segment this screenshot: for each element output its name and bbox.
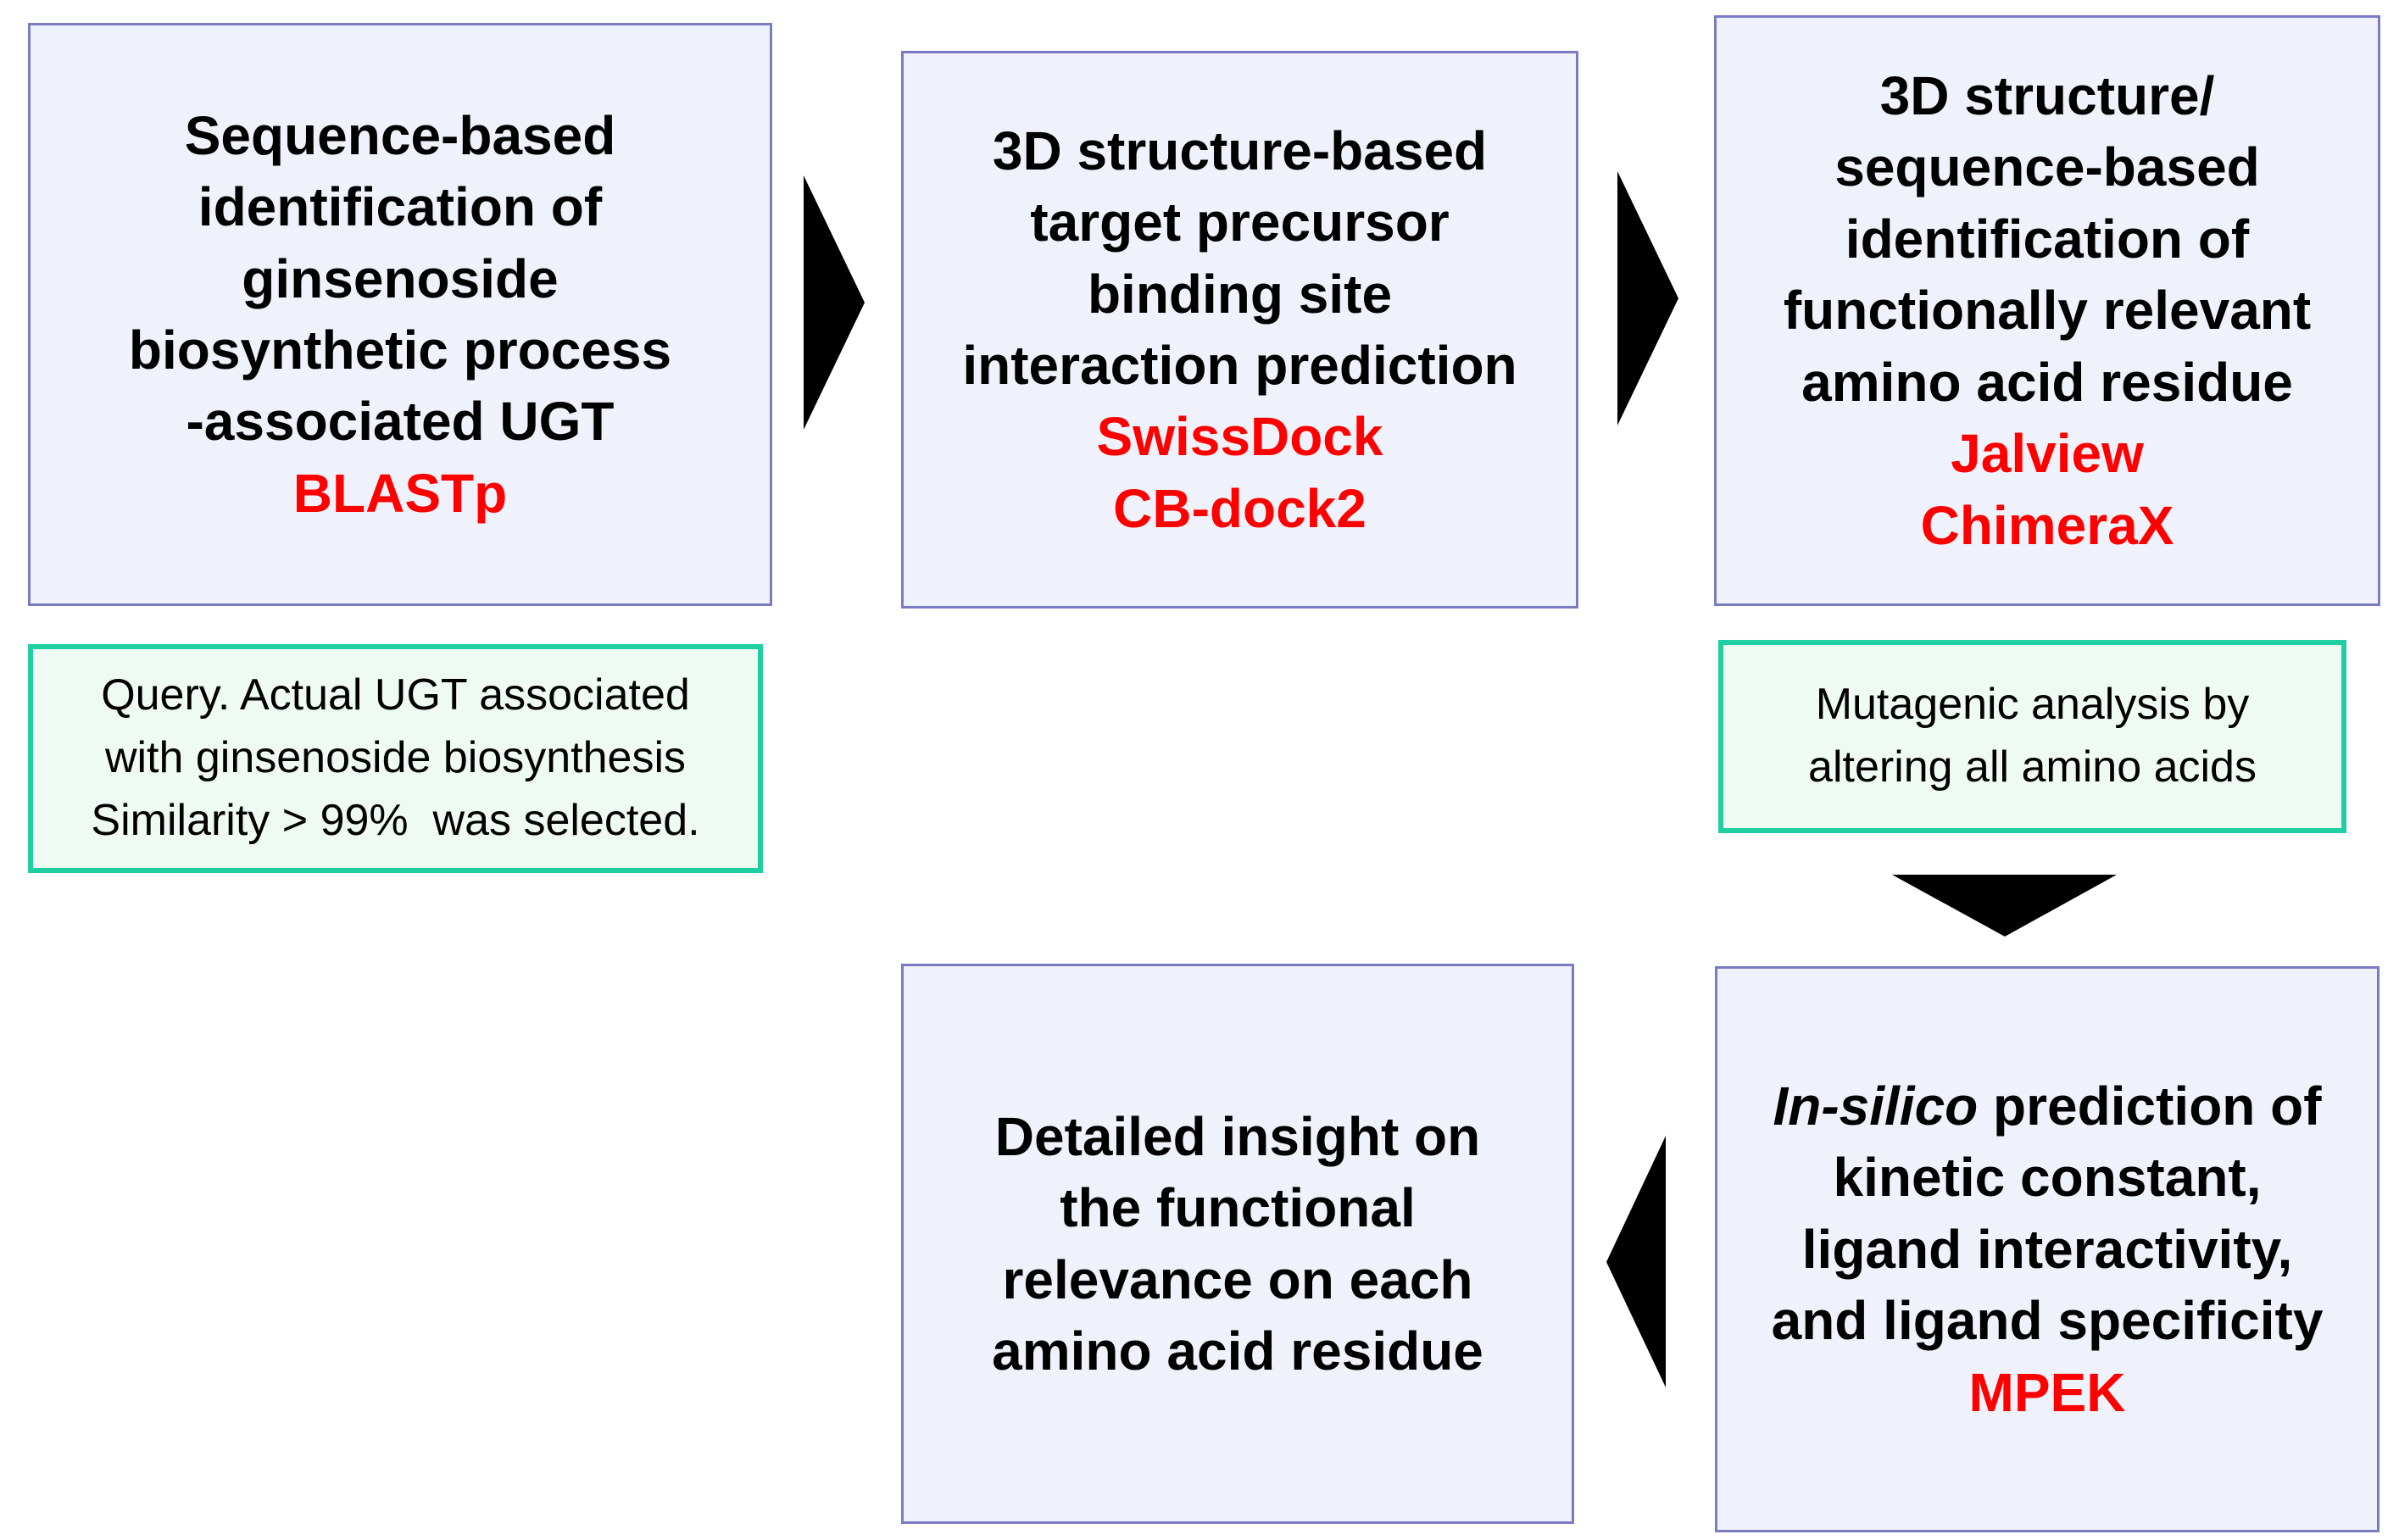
note-box-query-selection-text: Query. Actual UGT associated with ginsen… [91, 670, 700, 845]
process-box-sequence-identification: Sequence-based identification of ginseno… [28, 23, 772, 606]
process-box-binding-site-prediction-tools: SwissDock CB-dock2 [1096, 406, 1383, 539]
process-box-binding-site-prediction-text: 3D structure-based target precursor bind… [962, 120, 1517, 396]
process-box-residue-identification-tools: Jalview ChimeraX [1920, 423, 2174, 556]
process-box-sequence-identification-text: Sequence-based identification of ginseno… [128, 104, 672, 453]
note-box-mutagenic-analysis-text: Mutagenic analysis by altering all amino… [1808, 680, 2257, 792]
process-box-residue-identification-text: 3D structure/ sequence-based identificat… [1783, 64, 2312, 413]
flow-arrow-left-icon [1606, 1136, 1666, 1387]
process-box-insilico-prediction-text: In-silico prediction of kinetic constant… [1772, 1070, 2324, 1357]
insilico-italic-term: In-silico [1773, 1075, 1979, 1137]
process-box-functional-insight-text: Detailed insight on the functional relev… [992, 1105, 1483, 1382]
process-box-insilico-prediction: In-silico prediction of kinetic constant… [1715, 966, 2380, 1532]
note-box-query-selection: Query. Actual UGT associated with ginsen… [28, 644, 763, 873]
flow-arrow-right-icon [1617, 171, 1678, 425]
note-box-mutagenic-analysis: Mutagenic analysis by altering all amino… [1718, 640, 2346, 833]
flow-arrow-down-icon [1892, 875, 2117, 937]
flow-arrow-right-icon [804, 175, 865, 430]
process-box-insilico-prediction-tools: MPEK [1968, 1361, 2126, 1423]
process-box-sequence-identification-tools: BLASTp [292, 462, 508, 524]
process-box-binding-site-prediction: 3D structure-based target precursor bind… [901, 51, 1578, 609]
process-box-residue-identification: 3D structure/ sequence-based identificat… [1714, 15, 2380, 606]
insilico-title-rest: prediction of kinetic constant, ligand i… [1771, 1075, 2324, 1352]
process-box-functional-insight: Detailed insight on the functional relev… [901, 964, 1574, 1524]
